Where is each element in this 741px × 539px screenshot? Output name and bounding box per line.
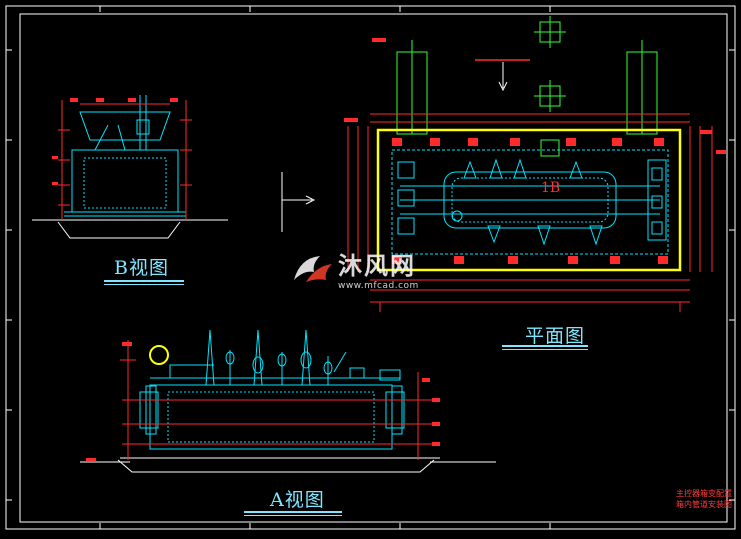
b-view-drawing xyxy=(32,95,228,239)
a-view-title: A视图 xyxy=(270,489,325,511)
title-block: 主控器箱变配置 箱内管道安装图 xyxy=(676,488,732,510)
enclosure-outline xyxy=(376,128,682,272)
watermark-brand: 沐风网 xyxy=(338,252,416,280)
plan-view-drawing xyxy=(344,16,726,312)
plan-equipment-label: 1B xyxy=(541,180,561,196)
view-arrow xyxy=(281,172,316,232)
a-view-title-underline-thin xyxy=(244,515,342,516)
watermark: 沐风网 www.mfcad.com xyxy=(290,246,419,291)
plan-view-title-underline-thin xyxy=(502,349,588,350)
a-view-drawing xyxy=(80,329,496,473)
title-block-line-2: 箱内管道安装图 xyxy=(676,500,732,509)
title-block-line-1: 主控器箱变配置 xyxy=(676,489,732,498)
plan-view-title: 平面图 xyxy=(525,325,586,347)
plan-view-title-underline xyxy=(502,345,588,347)
drawing-frame xyxy=(5,5,736,530)
b-view-title-underline-thin xyxy=(104,284,184,285)
watermark-url: www.mfcad.com xyxy=(338,281,419,291)
watermark-logo-icon xyxy=(294,255,332,282)
foundation-pillars xyxy=(396,16,658,157)
a-view-title-underline xyxy=(244,511,342,513)
b-view-title-underline xyxy=(104,280,184,282)
b-view-title: B视图 xyxy=(114,257,169,279)
